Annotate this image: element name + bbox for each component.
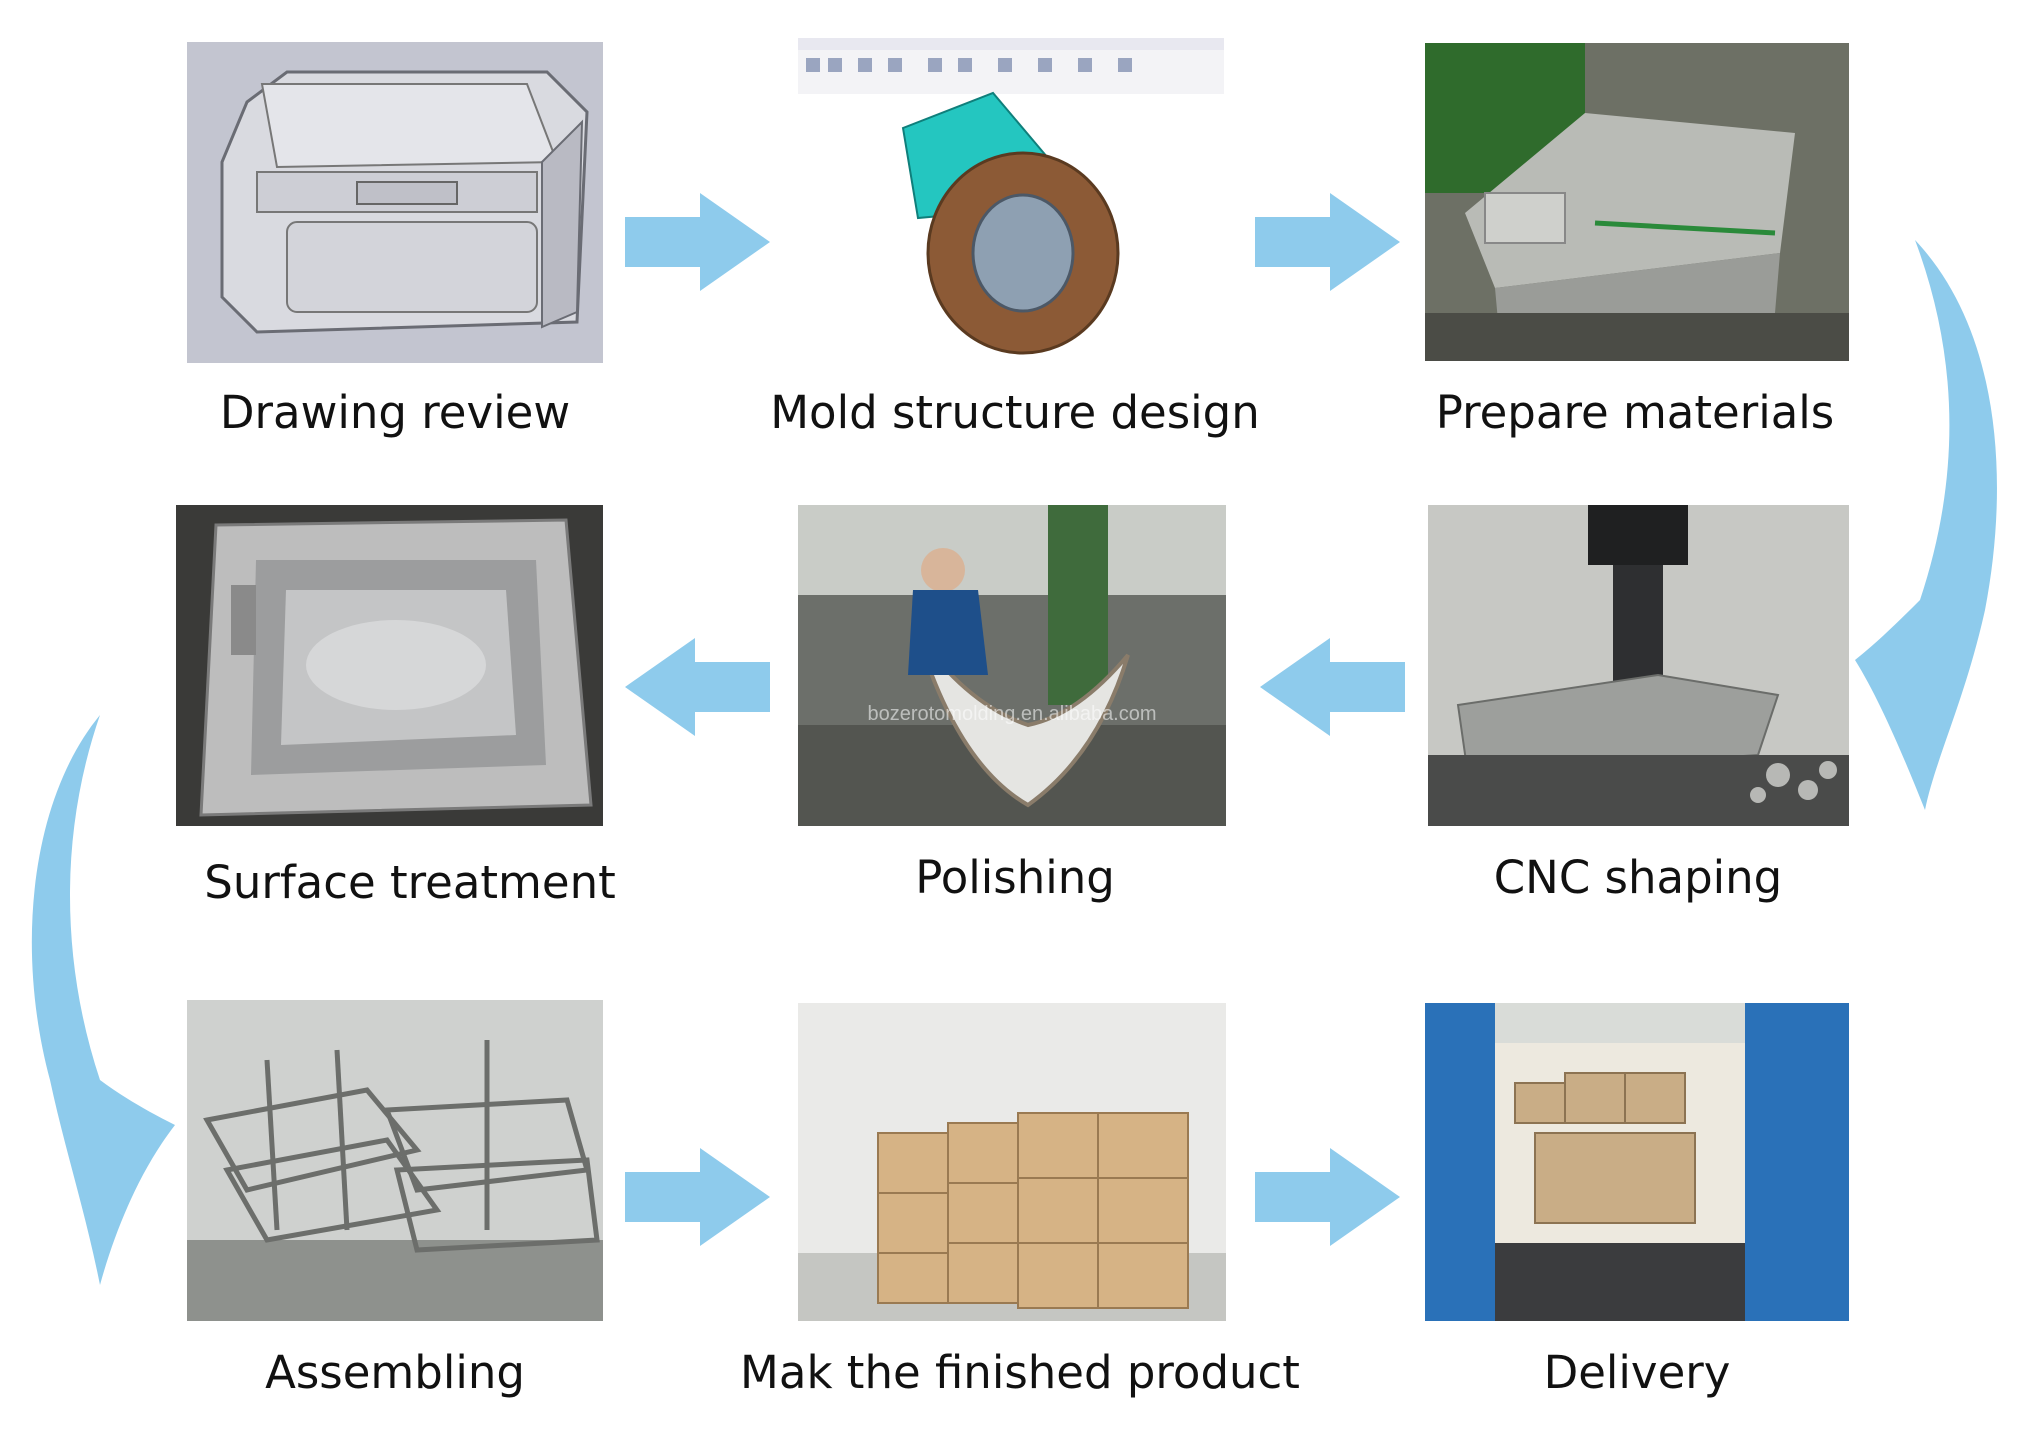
curved-arrow-3-to-4	[1855, 240, 1997, 810]
arrow-left-5-to-6	[625, 638, 770, 736]
step-2-label: Mold structure design	[770, 386, 1260, 439]
step-3-label: Prepare materials	[1435, 386, 1835, 439]
step-4-image-cnc-machine	[1428, 505, 1849, 826]
step-7-label: Assembling	[265, 1346, 525, 1399]
step-6-label: Surface treatment	[204, 856, 616, 909]
watermark-text: bozerotomolding.en.alibaba.com	[867, 703, 1156, 725]
step-3-image-aluminum-blocks	[1425, 43, 1849, 361]
step-9-label: Delivery	[1543, 1346, 1731, 1399]
arrow-right-1-to-2	[625, 193, 770, 291]
step-8-image-boxes	[798, 1003, 1226, 1321]
step-8-label: Mak the finished product	[740, 1346, 1300, 1399]
arrow-right-7-to-8	[625, 1148, 770, 1246]
step-2-image-cad-software	[798, 38, 1224, 363]
curved-arrow-6-to-7	[31, 715, 176, 1285]
step-7-image-mold-frames	[187, 1000, 603, 1321]
step-1-label: Drawing review	[219, 386, 571, 439]
step-5-image-polishing: bozerotomolding.en.alibaba.com	[798, 505, 1226, 826]
step-1-image-cad-cooler-box	[187, 42, 603, 363]
arrow-right-8-to-9	[1255, 1148, 1400, 1246]
step-9-image-truck	[1425, 1003, 1849, 1321]
step-4-label: CNC shaping	[1493, 851, 1783, 904]
arrow-left-4-to-5	[1260, 638, 1405, 736]
step-6-image-mold-cavity	[176, 505, 603, 826]
arrow-right-2-to-3	[1255, 193, 1400, 291]
step-5-label: Polishing	[915, 851, 1115, 904]
